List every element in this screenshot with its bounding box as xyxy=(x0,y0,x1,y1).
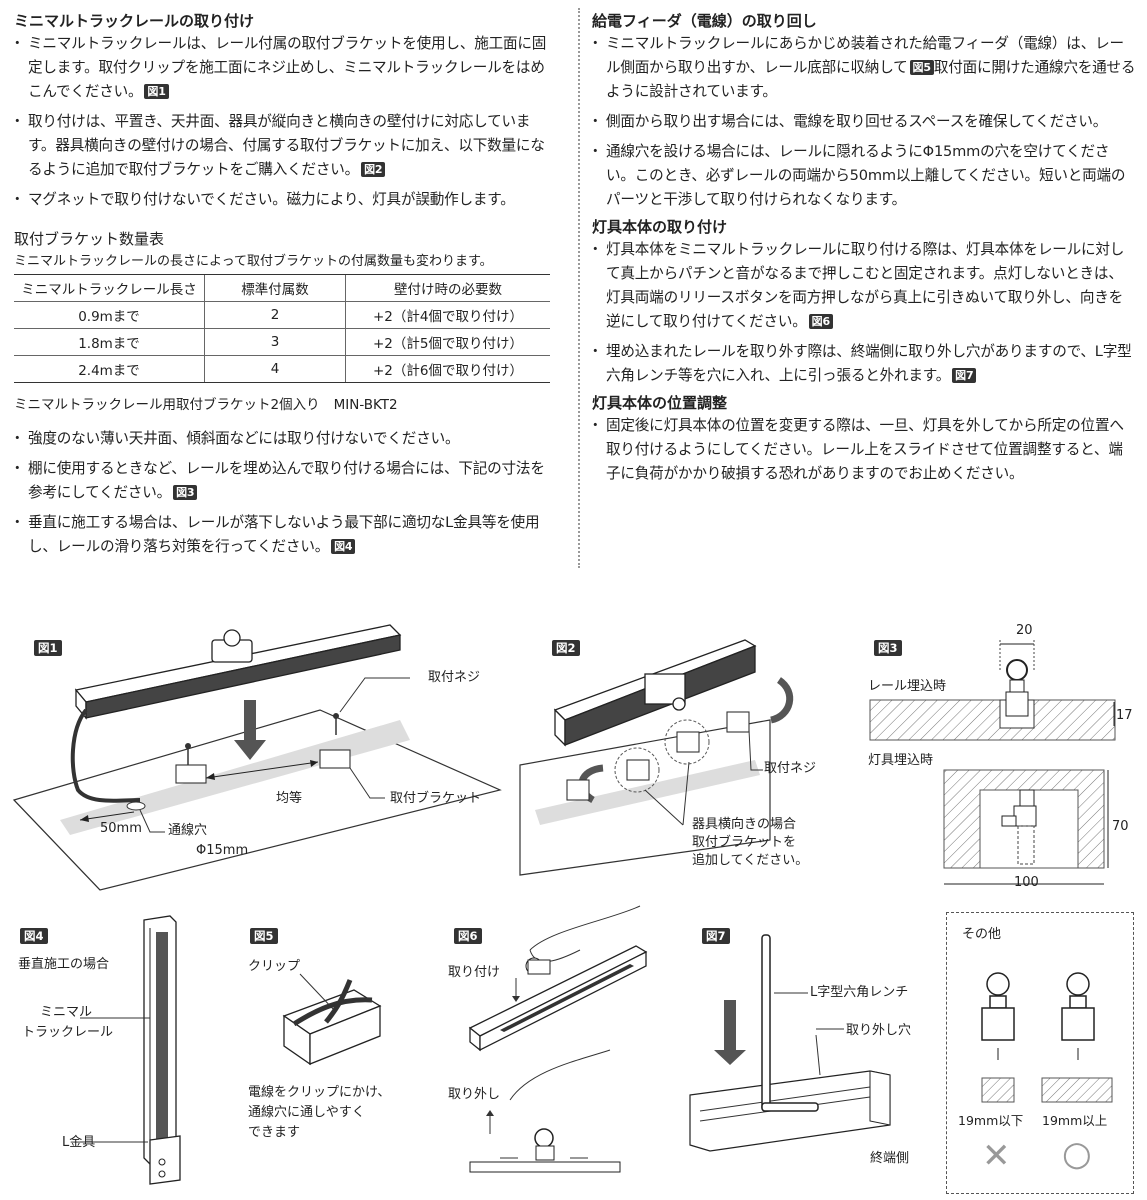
fig1-diagram xyxy=(12,624,502,891)
ok-mark-icon: ○ xyxy=(1062,1134,1092,1174)
kit-name: ミニマルトラックレール用取付ブラケット2個入り xyxy=(14,397,320,413)
bullet-wire-hole: 通線穴を設ける場合には、レールに隠れるようにΦ15mmの穴を空けてください。この… xyxy=(588,140,1137,212)
fig4-label: 図4 xyxy=(20,928,48,944)
bullet-no-magnet: マグネットで取り付けないでください。磁力により、灯具が誤動作します。 xyxy=(10,188,556,212)
fig7-hole-label: 取り外し穴 xyxy=(846,1023,912,1038)
fig6-remove-label: 取り外し xyxy=(448,1087,501,1102)
table-cell: 2.4mまで xyxy=(14,355,205,383)
fig4-bracket-label: L金具 xyxy=(62,1135,96,1150)
table-cell: +2（計5個で取り付け） xyxy=(345,328,550,356)
table-row: 0.9mまで 2 +2（計4個で取り付け） xyxy=(14,301,550,329)
fig2-note2: 取付ブラケットを xyxy=(692,835,797,850)
fig5-diagram xyxy=(282,973,382,1066)
table-cell: +2（計4個で取り付け） xyxy=(345,301,550,329)
fig6-diagram xyxy=(468,905,648,1173)
table-note: ミニマルトラックレールの長さによって取付ブラケットの付属数量も変わります。 xyxy=(14,254,493,269)
bullet-rail-fix: ミニマルトラックレールは、レール付属の取付ブラケットを使用し、施工面に固定します… xyxy=(10,32,556,104)
col-header: 壁付け時の必要数 xyxy=(345,274,550,302)
table-title: 取付ブラケット数量表 xyxy=(14,230,165,248)
right-column: 給電フィーダ（電線）の取り回し ミニマルトラックレールにあらかじめ装着された給電… xyxy=(588,10,1137,486)
other-diagram xyxy=(981,972,1113,1103)
fig3-rail-label: レール埋込時 xyxy=(868,679,947,694)
fig6-label: 図6 xyxy=(454,928,482,944)
col-header: ミニマルトラックレール長さ xyxy=(14,274,205,302)
fig5-clip-label: クリップ xyxy=(248,959,301,974)
other-title: その他 xyxy=(962,927,1002,942)
fig3-w100: 100 xyxy=(1014,875,1039,890)
table-header-row: ミニマルトラックレール長さ 標準付属数 壁付け時の必要数 xyxy=(14,274,550,302)
fig7-diagram xyxy=(689,934,891,1152)
fig5-text2: 通線穴に通しやすく xyxy=(248,1105,365,1120)
fig-ref-4: 図4 xyxy=(331,539,356,554)
fig-ref-2: 図2 xyxy=(361,162,386,177)
fig5-text1: 電線をクリップにかけ、 xyxy=(248,1085,391,1100)
fig3-h70: 70 xyxy=(1112,819,1129,834)
other-ok-label: 19mm以上 xyxy=(1042,1113,1108,1128)
kit-code: MIN-BKT2 xyxy=(333,397,398,413)
fig-ref-5: 図5 xyxy=(909,60,934,75)
bullet-feeder-route: ミニマルトラックレールにあらかじめ装着された給電フィーダ（電線）は、レール側面か… xyxy=(588,32,1137,104)
table-row: 2.4mまで 4 +2（計6個で取り付け） xyxy=(14,355,550,383)
bullet-rail-remove: 埋め込まれたレールを取り外す際は、終端側に取り外し穴がありますので、L字型六角レ… xyxy=(588,340,1137,388)
section-title-feeder: 給電フィーダ（電線）の取り回し xyxy=(592,12,817,30)
col-header: 標準付属数 xyxy=(204,274,346,302)
bullet-side-space: 側面から取り出す場合には、電線を取り回せるスペースを確保してください。 xyxy=(588,110,1137,134)
fig1-dist-label: 50mm xyxy=(100,821,142,836)
fig3-fixture-label: 灯具埋込時 xyxy=(868,753,934,768)
section-title-rail-install: ミニマルトラックレールの取り付け xyxy=(14,12,255,30)
fig-ref-7: 図7 xyxy=(952,368,977,383)
table-cell: 3 xyxy=(204,328,346,356)
bullet-embedded: 棚に使用するときなど、レールを埋め込んで取り付ける場合には、下記の寸法を参考にし… xyxy=(10,457,556,505)
fig6-attach-label: 取り付け xyxy=(448,965,501,980)
fig-ref-3: 図3 xyxy=(173,485,198,500)
section-title-fixture-install: 灯具本体の取り付け xyxy=(592,218,728,236)
fig2-screw-label: 取付ネジ xyxy=(764,761,817,776)
table-cell: 1.8mまで xyxy=(14,328,205,356)
bullet-position-adjust: 固定後に灯具本体の位置を変更する際は、一旦、灯具を外してから所定の位置へ取り付け… xyxy=(588,414,1137,486)
fig3-label: 図3 xyxy=(874,640,902,656)
bullet-mount-types: 取り付けは、平置き、天井面、器具が縦向きと横向きの壁付けに対応しています。器具横… xyxy=(10,110,556,182)
fig-ref-6: 図6 xyxy=(808,314,833,329)
fig1-hole-label: 通線穴 xyxy=(168,823,208,838)
other-ng-label: 19mm以下 xyxy=(958,1113,1024,1128)
fig4-title: 垂直施工の場合 xyxy=(18,957,110,972)
fig5-text3: できます xyxy=(248,1125,301,1140)
fig4-rail2: トラックレール xyxy=(22,1025,114,1040)
fig3-h17: 17 xyxy=(1116,708,1133,723)
table-cell: 4 xyxy=(204,355,346,383)
other-box xyxy=(946,912,1134,1194)
ng-mark-icon: ✕ xyxy=(982,1136,1011,1176)
fig4-rail1: ミニマル xyxy=(40,1005,93,1020)
bracket-quantity-table: ミニマルトラックレール長さ 標準付属数 壁付け時の必要数 0.9mまで 2 +2… xyxy=(14,274,550,383)
fig3-diagram xyxy=(869,640,1116,885)
section-title-position: 灯具本体の位置調整 xyxy=(592,394,728,412)
fig1-bracket-label: 取付ブラケット xyxy=(390,791,482,806)
bullet-vertical: 垂直に施工する場合は、レールが落下しないよう最下部に適切なL金具等を使用し、レー… xyxy=(10,511,556,559)
fig1-screw-label: 取付ネジ xyxy=(428,670,481,685)
fig2-note1: 器具横向きの場合 xyxy=(692,817,797,832)
left-column: ミニマルトラックレールの取り付け ミニマルトラックレールは、レール付属の取付ブラ… xyxy=(10,10,556,559)
bullet-fixture-attach: 灯具本体をミニマルトラックレールに取り付ける際は、灯具本体をレールに対して真上か… xyxy=(588,238,1137,334)
column-divider xyxy=(578,8,580,568)
fig2-note3: 追加してください。 xyxy=(692,853,809,868)
table-cell: +2（計6個で取り付け） xyxy=(345,355,550,383)
fig7-end-label: 終端側 xyxy=(870,1151,910,1166)
fig1-label: 図1 xyxy=(34,640,62,656)
fig2-label: 図2 xyxy=(552,640,580,656)
fig1-even-label: 均等 xyxy=(276,791,303,806)
fig5-label: 図5 xyxy=(250,928,278,944)
fig3-w20: 20 xyxy=(1016,623,1033,638)
fig7-wrench-label: L字型六角レンチ xyxy=(810,985,909,1000)
table-cell: 2 xyxy=(204,301,346,329)
fig-ref-1: 図1 xyxy=(144,84,169,99)
bullet-weak-surface: 強度のない薄い天井面、傾斜面などには取り付けないでください。 xyxy=(10,427,556,451)
fig4-diagram xyxy=(80,915,181,1185)
fig1-dia-label: Φ15mm xyxy=(196,843,249,858)
kit-line: ミニマルトラックレール用取付ブラケット2個入り MIN-BKT2 xyxy=(14,395,556,415)
fig7-label: 図7 xyxy=(702,928,730,944)
table-cell: 0.9mまで xyxy=(14,301,205,329)
fig2-diagram xyxy=(519,639,794,876)
table-row: 1.8mまで 3 +2（計5個で取り付け） xyxy=(14,328,550,356)
